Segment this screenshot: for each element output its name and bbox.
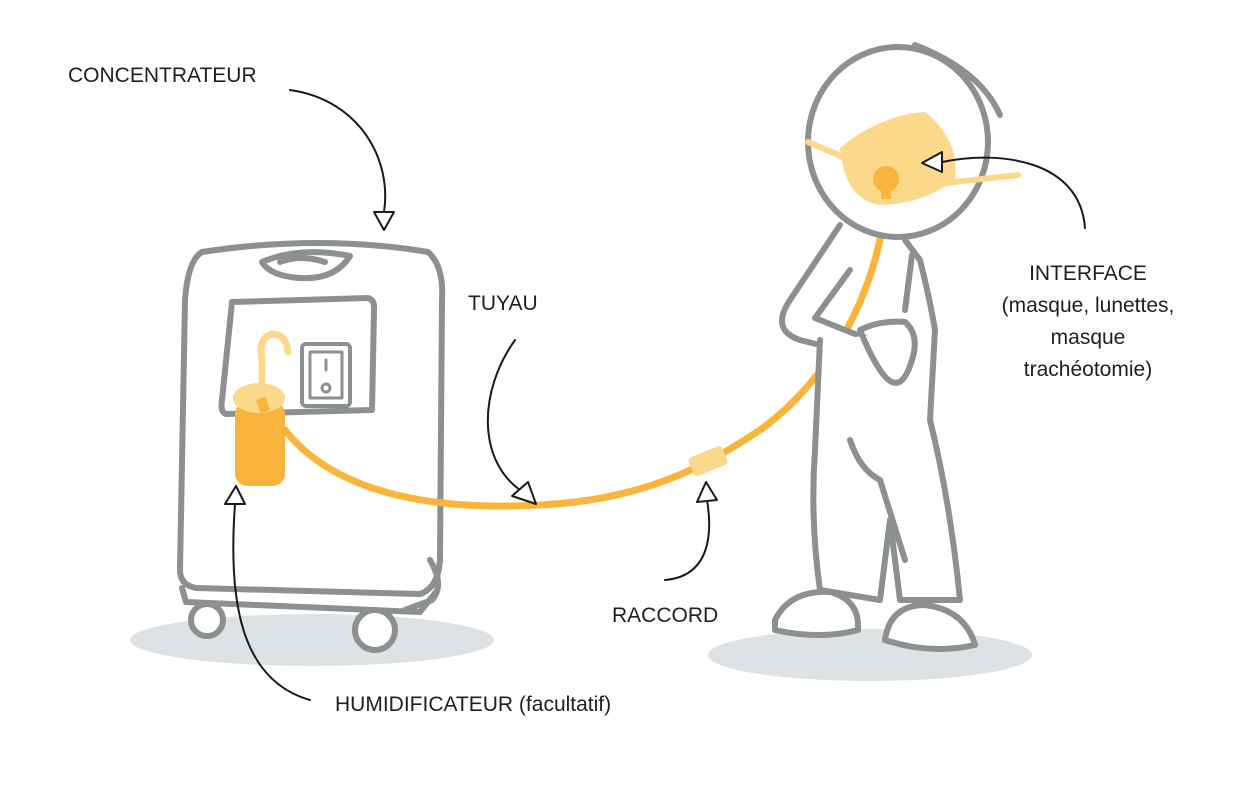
person-shadow	[708, 629, 1032, 681]
concentrator	[177, 240, 446, 653]
concentrator-shadow	[130, 614, 494, 666]
arrow-concentrateur	[289, 89, 395, 231]
label-interface-line2: (masque, lunettes,	[1002, 294, 1175, 317]
wheel-left	[188, 601, 226, 639]
label-interface-line4: trachéotomie)	[1024, 358, 1152, 381]
label-tuyau: TUYAU	[468, 292, 538, 315]
label-raccord: RACCORD	[612, 604, 718, 627]
humidifier	[233, 330, 292, 486]
label-interface: INTERFACE	[1029, 262, 1147, 285]
arrow-humidificateur	[224, 485, 311, 701]
connector	[688, 445, 728, 477]
label-interface-line3: masque	[1051, 326, 1126, 349]
arrow-tuyau	[486, 339, 537, 505]
label-concentrateur: CONCENTRATEUR	[68, 64, 257, 87]
arrow-raccord	[664, 481, 718, 581]
power-switch	[300, 342, 352, 408]
wheel-right	[352, 607, 398, 653]
oxygen-tube	[281, 186, 891, 510]
arrow-interface	[921, 151, 1086, 229]
label-humidificateur: HUMIDIFICATEUR (facultatif)	[335, 693, 611, 716]
mask-nozzle	[873, 166, 899, 192]
person	[772, 42, 1021, 652]
mask	[840, 112, 956, 205]
